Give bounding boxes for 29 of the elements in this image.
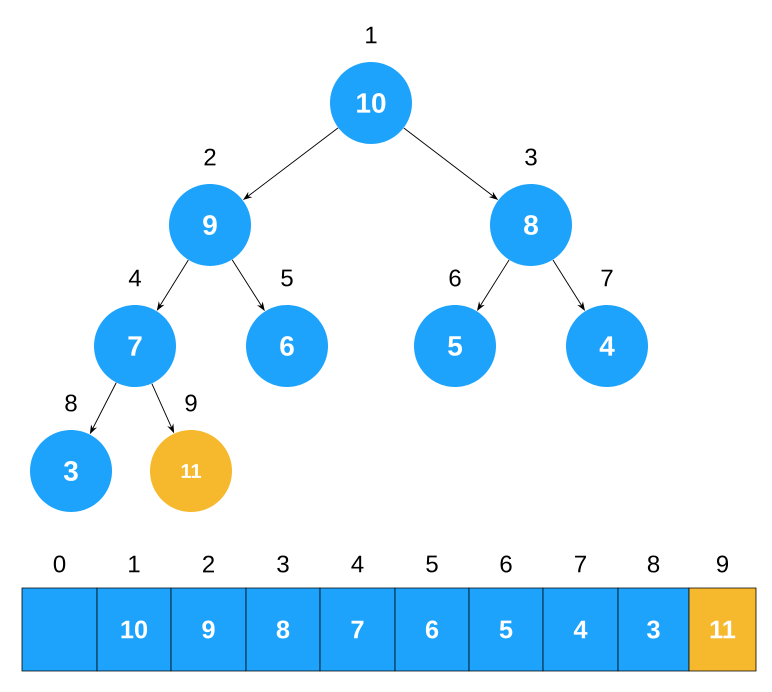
index-label: 8: [65, 394, 77, 412]
index-label: 7: [575, 556, 586, 572]
array-cell: [22, 588, 98, 672]
array-cell: 11: [688, 588, 756, 672]
index-label: 5: [281, 270, 293, 286]
array-cell: 4: [542, 588, 618, 672]
array-cell: 9: [170, 588, 246, 672]
index-label: 8: [648, 555, 660, 572]
index-label: 7: [602, 270, 612, 286]
array-cell: 8: [246, 588, 320, 672]
index-label: 2: [203, 556, 214, 572]
array-cell: 6: [394, 588, 470, 672]
index-label: 1: [366, 26, 376, 44]
index-label: 4: [128, 270, 141, 286]
array-cell: 10: [96, 588, 172, 672]
index-label: 4: [351, 556, 364, 572]
array-cell: 5: [468, 588, 544, 672]
index-label: 0: [54, 555, 66, 572]
index-label: 9: [185, 394, 197, 412]
array-cell: 3: [618, 588, 690, 672]
index-label: 2: [204, 148, 216, 166]
index-label: 6: [500, 555, 512, 572]
index-label: 9: [716, 555, 728, 572]
index-label: 3: [525, 148, 537, 166]
index-label: 5: [426, 556, 438, 572]
index-label: 1: [129, 556, 140, 572]
index-label: 3: [277, 555, 289, 572]
index-label: 6: [450, 270, 461, 286]
array-cell: 7: [320, 588, 396, 672]
